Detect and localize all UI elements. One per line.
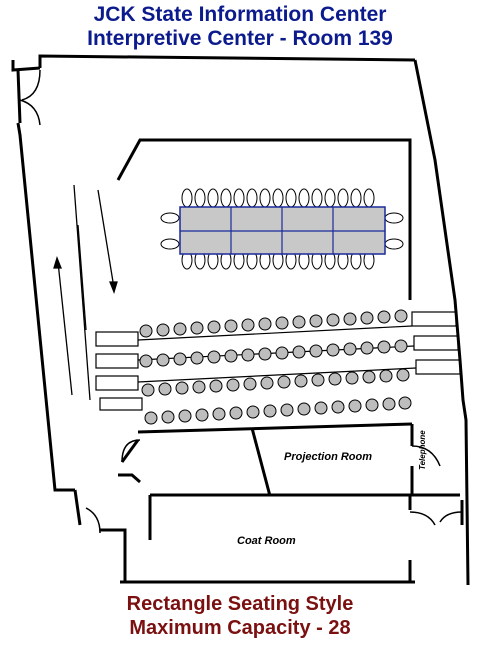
aisle-arrows (53, 184, 118, 401)
table-dividers (180, 207, 385, 254)
title-line-1: JCK State Information Center (93, 3, 387, 26)
footer-line-2: Maximum Capacity - 28 (129, 617, 351, 639)
telephone-label: Telephone (418, 430, 427, 470)
coat-room-label: Coat Room (237, 535, 296, 547)
table-chairs (160, 188, 404, 270)
audience-rows (95, 309, 461, 425)
title-line-2: Interpretive Center - Room 139 (87, 27, 393, 50)
row-2-chairs (139, 339, 408, 368)
row-4-chairs (144, 396, 412, 425)
row-1-chairs (139, 309, 408, 338)
conference-tables (160, 188, 404, 270)
walls (11, 54, 470, 586)
door-arcs (19, 69, 463, 534)
row-3-chairs (141, 368, 410, 397)
projection-room-label: Projection Room (284, 451, 372, 463)
footer-line-1: Rectangle Seating Style (126, 593, 354, 615)
